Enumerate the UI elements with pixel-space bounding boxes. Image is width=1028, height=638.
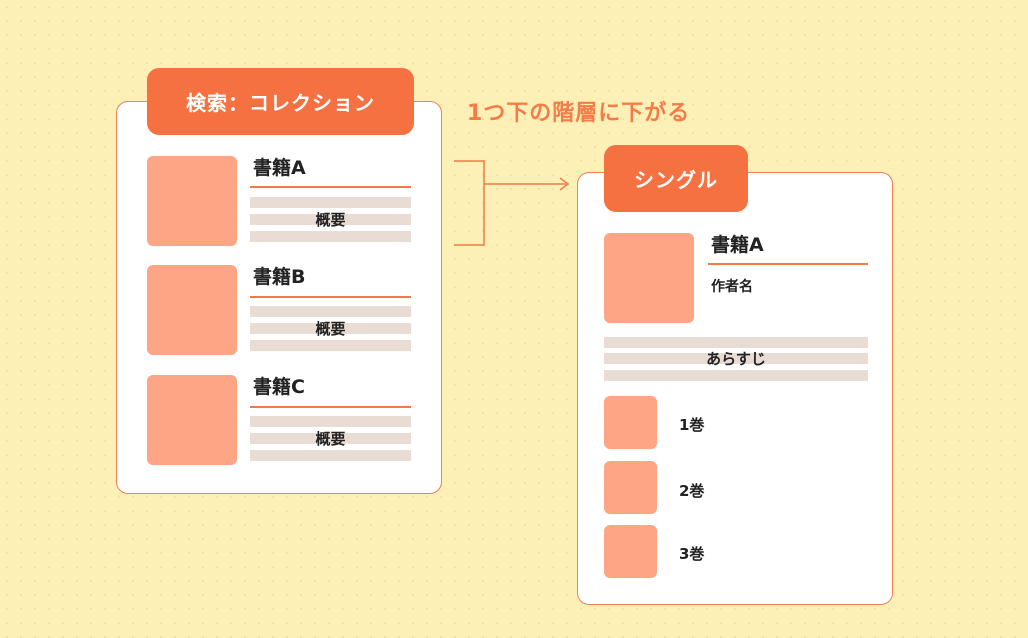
book-title[interactable]: 書籍B bbox=[253, 266, 306, 288]
summary-stripe bbox=[250, 231, 411, 242]
summary-stripe bbox=[250, 416, 411, 427]
book-title[interactable]: 書籍A bbox=[253, 157, 306, 179]
volume-thumbnail[interactable] bbox=[604, 396, 657, 449]
summary-stripe bbox=[250, 340, 411, 351]
title-underline bbox=[250, 186, 411, 188]
volume-label[interactable]: 1巻 bbox=[679, 416, 705, 434]
volume-label[interactable]: 2巻 bbox=[679, 482, 705, 500]
book-title[interactable]: 書籍C bbox=[253, 376, 305, 398]
summary-stripe bbox=[250, 214, 411, 225]
summary-stripe bbox=[250, 450, 411, 461]
summary-stripe bbox=[250, 433, 411, 444]
book-summary: 概要 bbox=[315, 430, 346, 448]
author-name: 作者名 bbox=[711, 279, 753, 295]
volume-thumbnail[interactable] bbox=[604, 461, 657, 514]
synopsis-label: あらすじ bbox=[706, 350, 766, 368]
synopsis-stripe bbox=[604, 337, 868, 348]
volume-label[interactable]: 3巻 bbox=[679, 545, 705, 563]
book-summary: 概要 bbox=[315, 211, 346, 229]
book-summary: 概要 bbox=[315, 320, 346, 338]
summary-stripe bbox=[250, 197, 411, 208]
collection-tab[interactable]: 検索：コレクション bbox=[147, 68, 414, 135]
book-cover bbox=[604, 233, 694, 323]
arrow-caption: 1つ下の階層に下がる bbox=[467, 101, 691, 126]
book-thumbnail[interactable] bbox=[147, 156, 237, 246]
title-underline bbox=[708, 263, 868, 265]
title-underline bbox=[250, 296, 411, 298]
book-thumbnail[interactable] bbox=[147, 265, 237, 355]
synopsis-stripe bbox=[604, 370, 868, 381]
summary-stripe bbox=[250, 306, 411, 317]
title-underline bbox=[250, 406, 411, 408]
book-title: 書籍A bbox=[711, 234, 764, 256]
single-tab[interactable]: シングル bbox=[604, 145, 748, 212]
volume-thumbnail[interactable] bbox=[604, 525, 657, 578]
summary-stripe bbox=[250, 323, 411, 334]
synopsis-stripe bbox=[604, 353, 868, 364]
book-thumbnail[interactable] bbox=[147, 375, 237, 465]
